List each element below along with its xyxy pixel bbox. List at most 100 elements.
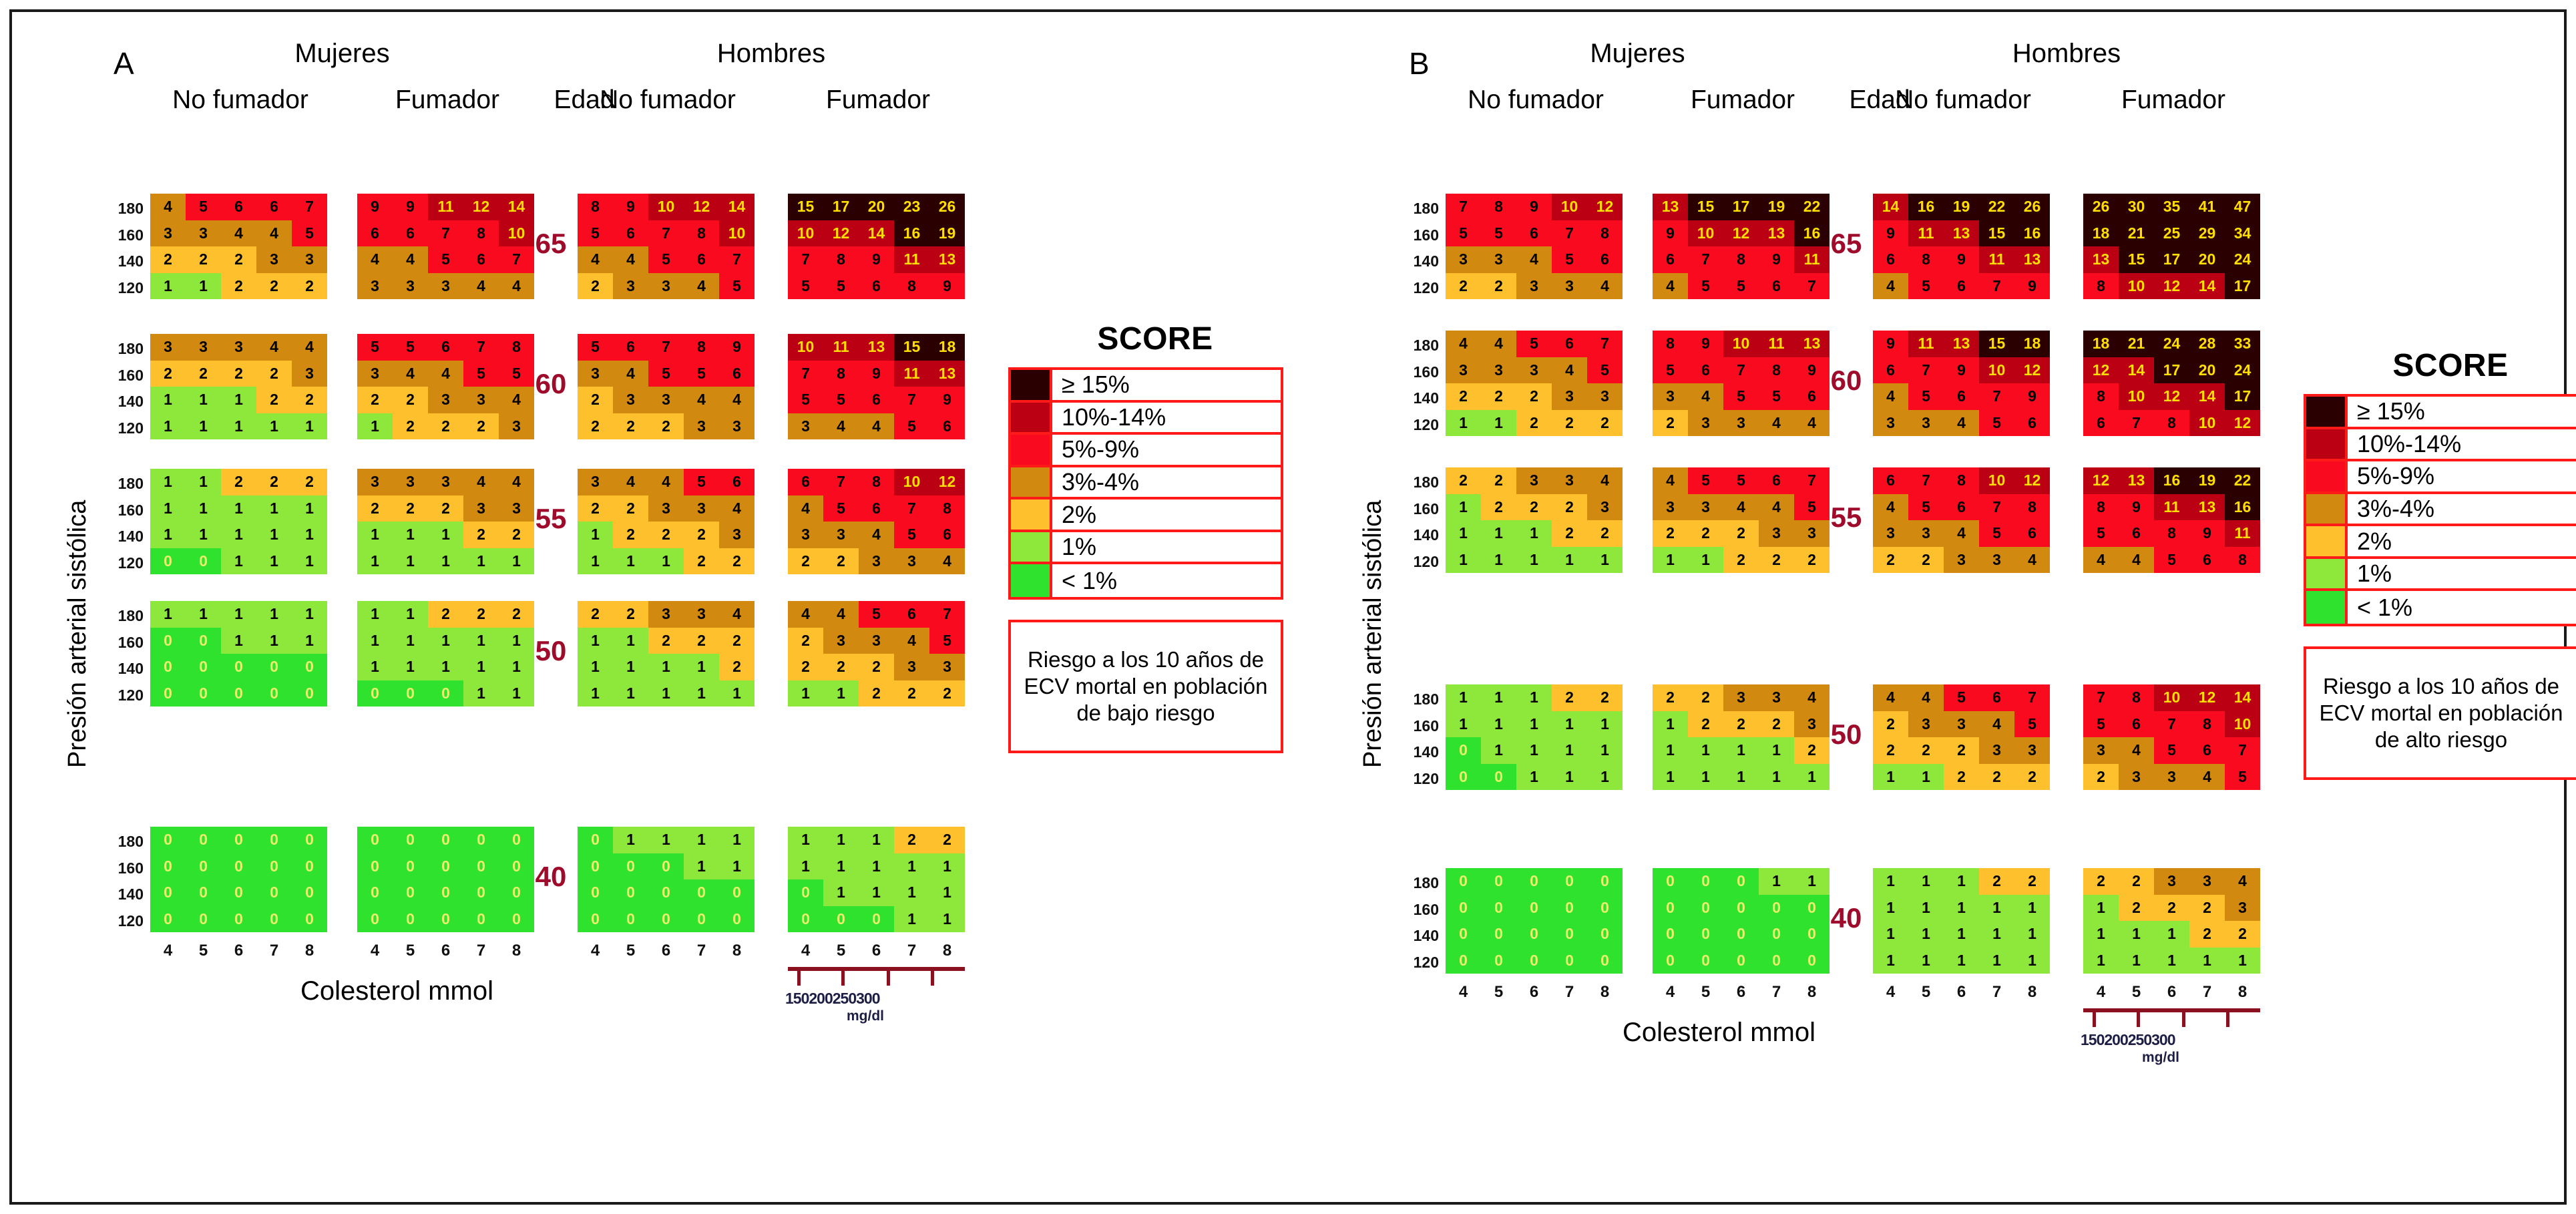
risk-cell: 3 <box>499 495 534 522</box>
legend-label: 2% <box>2357 527 2392 555</box>
risk-cell: 5 <box>929 627 965 654</box>
risk-cell: 0 <box>357 853 393 879</box>
risk-cell: 0 <box>1481 763 1516 790</box>
risk-cell: 0 <box>1759 921 1794 948</box>
risk-cell: 2 <box>499 601 534 628</box>
risk-cell: 3 <box>292 360 327 387</box>
risk-cell: 8 <box>1653 331 1688 357</box>
risk-cell: 10 <box>788 220 823 246</box>
risk-cell: 2 <box>221 246 256 273</box>
risk-cell: 0 <box>428 827 463 853</box>
risk-cell: 7 <box>1979 383 2014 410</box>
risk-cell: 0 <box>613 905 648 932</box>
risk-cell: 1 <box>292 548 327 574</box>
bp-tick-label: 180 <box>1413 200 1439 217</box>
risk-cell: 2 <box>1552 684 1587 711</box>
risk-cell: 5 <box>648 246 684 273</box>
risk-cell: 1 <box>2014 947 2050 974</box>
risk-cell: 4 <box>1873 272 1908 299</box>
risk-cell: 2 <box>463 601 499 628</box>
risk-cell: 4 <box>1688 383 1723 410</box>
risk-cell: 5 <box>393 334 428 361</box>
risk-cell: 2 <box>1723 520 1759 547</box>
bp-tick-label: 180 <box>118 340 144 357</box>
bp-tick-label: 140 <box>1413 526 1439 544</box>
risk-cell: 4 <box>256 334 292 361</box>
risk-cell: 3 <box>1481 357 1516 383</box>
risk-cell: 9 <box>2014 272 2050 299</box>
risk-cell: 2 <box>1759 546 1794 573</box>
risk-cell: 7 <box>2083 684 2119 711</box>
cholesterol-tick-label: 6 <box>871 942 881 960</box>
risk-cell: 12 <box>929 469 965 495</box>
risk-cell: 3 <box>1587 493 1623 520</box>
cholesterol-tick-label: 4 <box>1665 983 1675 1001</box>
risk-cell: 0 <box>357 905 393 932</box>
risk-cell: 0 <box>1446 868 1481 895</box>
risk-cell: 1 <box>1759 763 1794 790</box>
risk-cell: 1 <box>1794 868 1830 895</box>
mgdl-tick <box>931 971 934 986</box>
risk-cell: 7 <box>929 601 965 628</box>
risk-cell: 12 <box>2154 383 2189 410</box>
risk-cell: 2 <box>719 548 755 574</box>
risk-cell: 5 <box>1516 331 1552 357</box>
cholesterol-tick-label: 5 <box>2131 983 2141 1001</box>
risk-cell: 2 <box>613 601 648 628</box>
risk-cell: 12 <box>2225 409 2260 436</box>
risk-cell: 3 <box>613 272 648 299</box>
risk-cell: 1 <box>221 627 256 654</box>
risk-cell: 13 <box>1944 220 1979 246</box>
risk-cell: 9 <box>2189 520 2225 547</box>
header-men-non-smoker: No fumador <box>600 85 736 114</box>
bp-tick-label: 140 <box>118 393 144 410</box>
risk-cell: 4 <box>719 387 755 413</box>
risk-cell: 12 <box>2083 357 2119 383</box>
risk-cell: 1 <box>1481 409 1516 436</box>
risk-cell: 2 <box>463 413 499 439</box>
risk-cell: 0 <box>186 853 221 879</box>
legend-label: 10%-14% <box>2357 429 2462 457</box>
risk-cell: 16 <box>2014 220 2050 246</box>
risk-cell: 0 <box>613 879 648 906</box>
risk-cell: 10 <box>1552 194 1587 220</box>
risk-cell: 1 <box>1723 737 1759 764</box>
risk-cell: 2 <box>578 495 613 522</box>
risk-cell: 3 <box>859 548 894 574</box>
risk-cell: 0 <box>186 879 221 906</box>
risk-cell: 1 <box>2119 921 2154 948</box>
risk-cell: 8 <box>1481 194 1516 220</box>
risk-cell: 12 <box>684 194 719 220</box>
risk-cell: 1 <box>1552 711 1587 737</box>
risk-cell: 1 <box>1688 546 1723 573</box>
risk-cell: 1 <box>1653 711 1688 737</box>
risk-population-note: Riesgo a los 10 años de ECV mortal en po… <box>2304 646 2576 780</box>
risk-cell: 9 <box>719 334 755 361</box>
risk-cell: 1 <box>428 522 463 548</box>
risk-cell: 11 <box>1759 331 1794 357</box>
risk-cell: 16 <box>894 220 929 246</box>
risk-cell: 4 <box>393 246 428 273</box>
risk-cell: 4 <box>1446 331 1481 357</box>
risk-cell: 1 <box>463 548 499 574</box>
risk-cell: 0 <box>463 879 499 906</box>
risk-cell: 1 <box>150 469 186 495</box>
risk-cell: 1 <box>186 522 221 548</box>
cholesterol-tick-label: 5 <box>198 942 208 960</box>
risk-cell: 10 <box>648 194 684 220</box>
risk-cell: 2 <box>788 654 823 680</box>
risk-cell: 4 <box>719 601 755 628</box>
risk-cell: 0 <box>1653 921 1688 948</box>
risk-cell: 6 <box>2119 711 2154 737</box>
cholesterol-tick-label: 4 <box>590 942 600 960</box>
risk-cell: 1 <box>1653 546 1688 573</box>
cholesterol-tick-label: 6 <box>441 942 451 960</box>
risk-cell: 6 <box>788 469 823 495</box>
risk-cell: 0 <box>1723 868 1759 895</box>
